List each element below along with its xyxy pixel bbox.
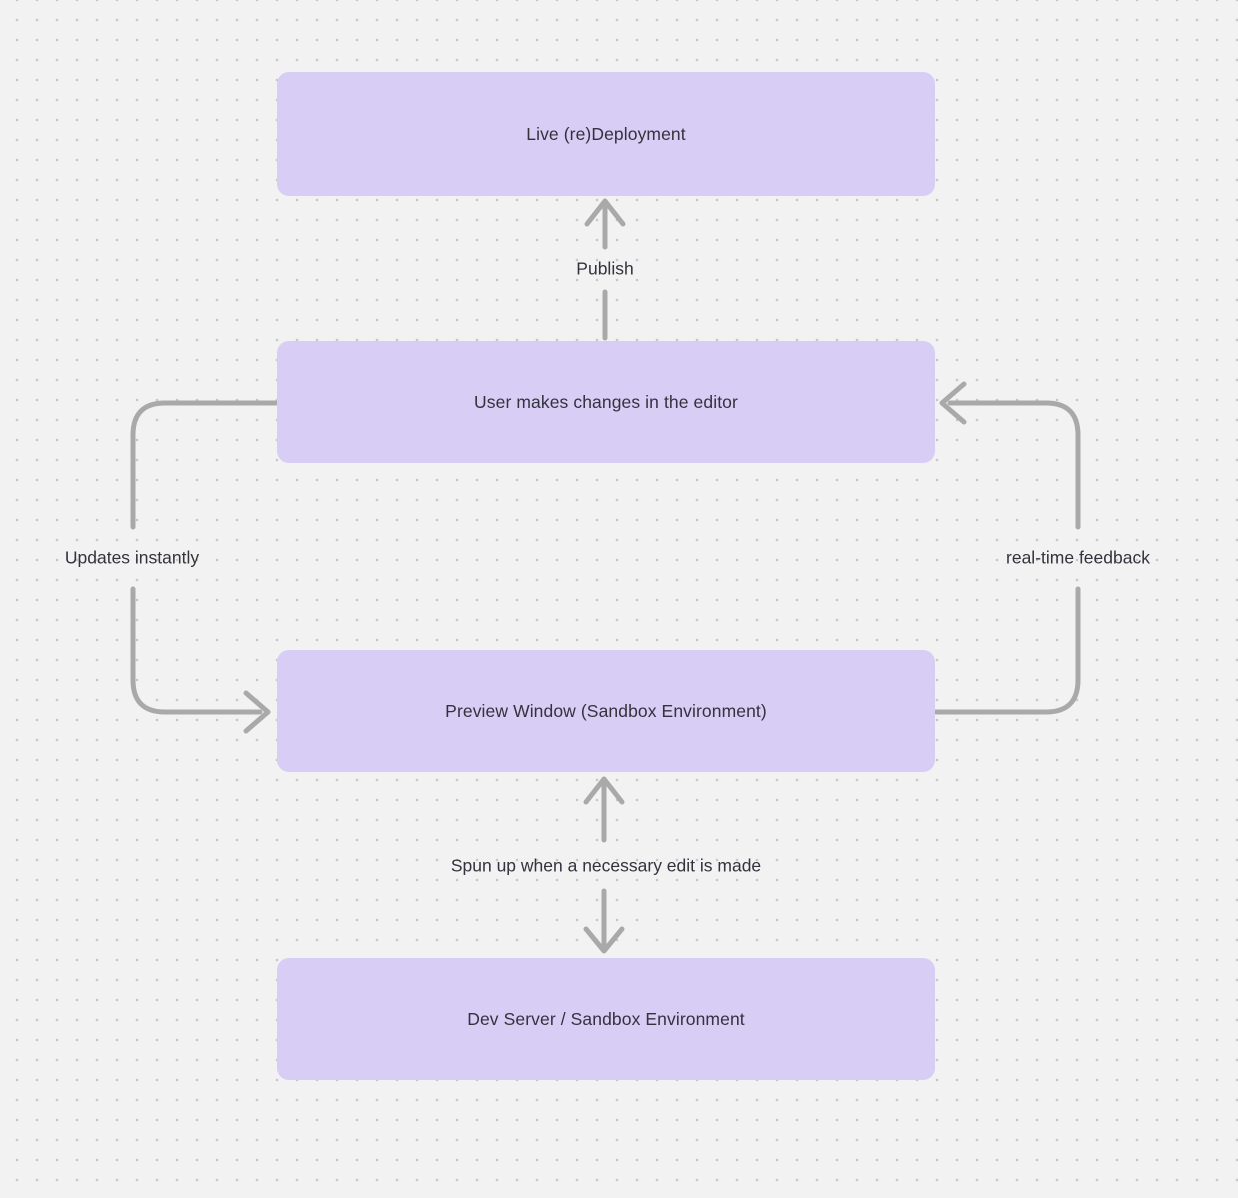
node-dev-server[interactable]: Dev Server / Sandbox Environment [277,958,935,1080]
node-preview-window[interactable]: Preview Window (Sandbox Environment) [277,650,935,772]
node-user-makes-changes[interactable]: User makes changes in the editor [277,341,935,463]
edge-label-updates-instantly: Updates instantly [64,547,200,568]
edge-label-spun-up: Spun up when a necessary edit is made [450,855,762,876]
node-live-redeployment[interactable]: Live (re)Deployment [277,72,935,196]
node-live-redeployment-label: Live (re)Deployment [526,123,686,144]
node-preview-window-label: Preview Window (Sandbox Environment) [445,700,767,721]
node-dev-server-label: Dev Server / Sandbox Environment [467,1008,745,1029]
edge-label-publish: Publish [576,258,634,279]
edge-label-realtime-feedback: real-time feedback [1006,547,1150,568]
node-user-makes-changes-label: User makes changes in the editor [474,391,738,412]
